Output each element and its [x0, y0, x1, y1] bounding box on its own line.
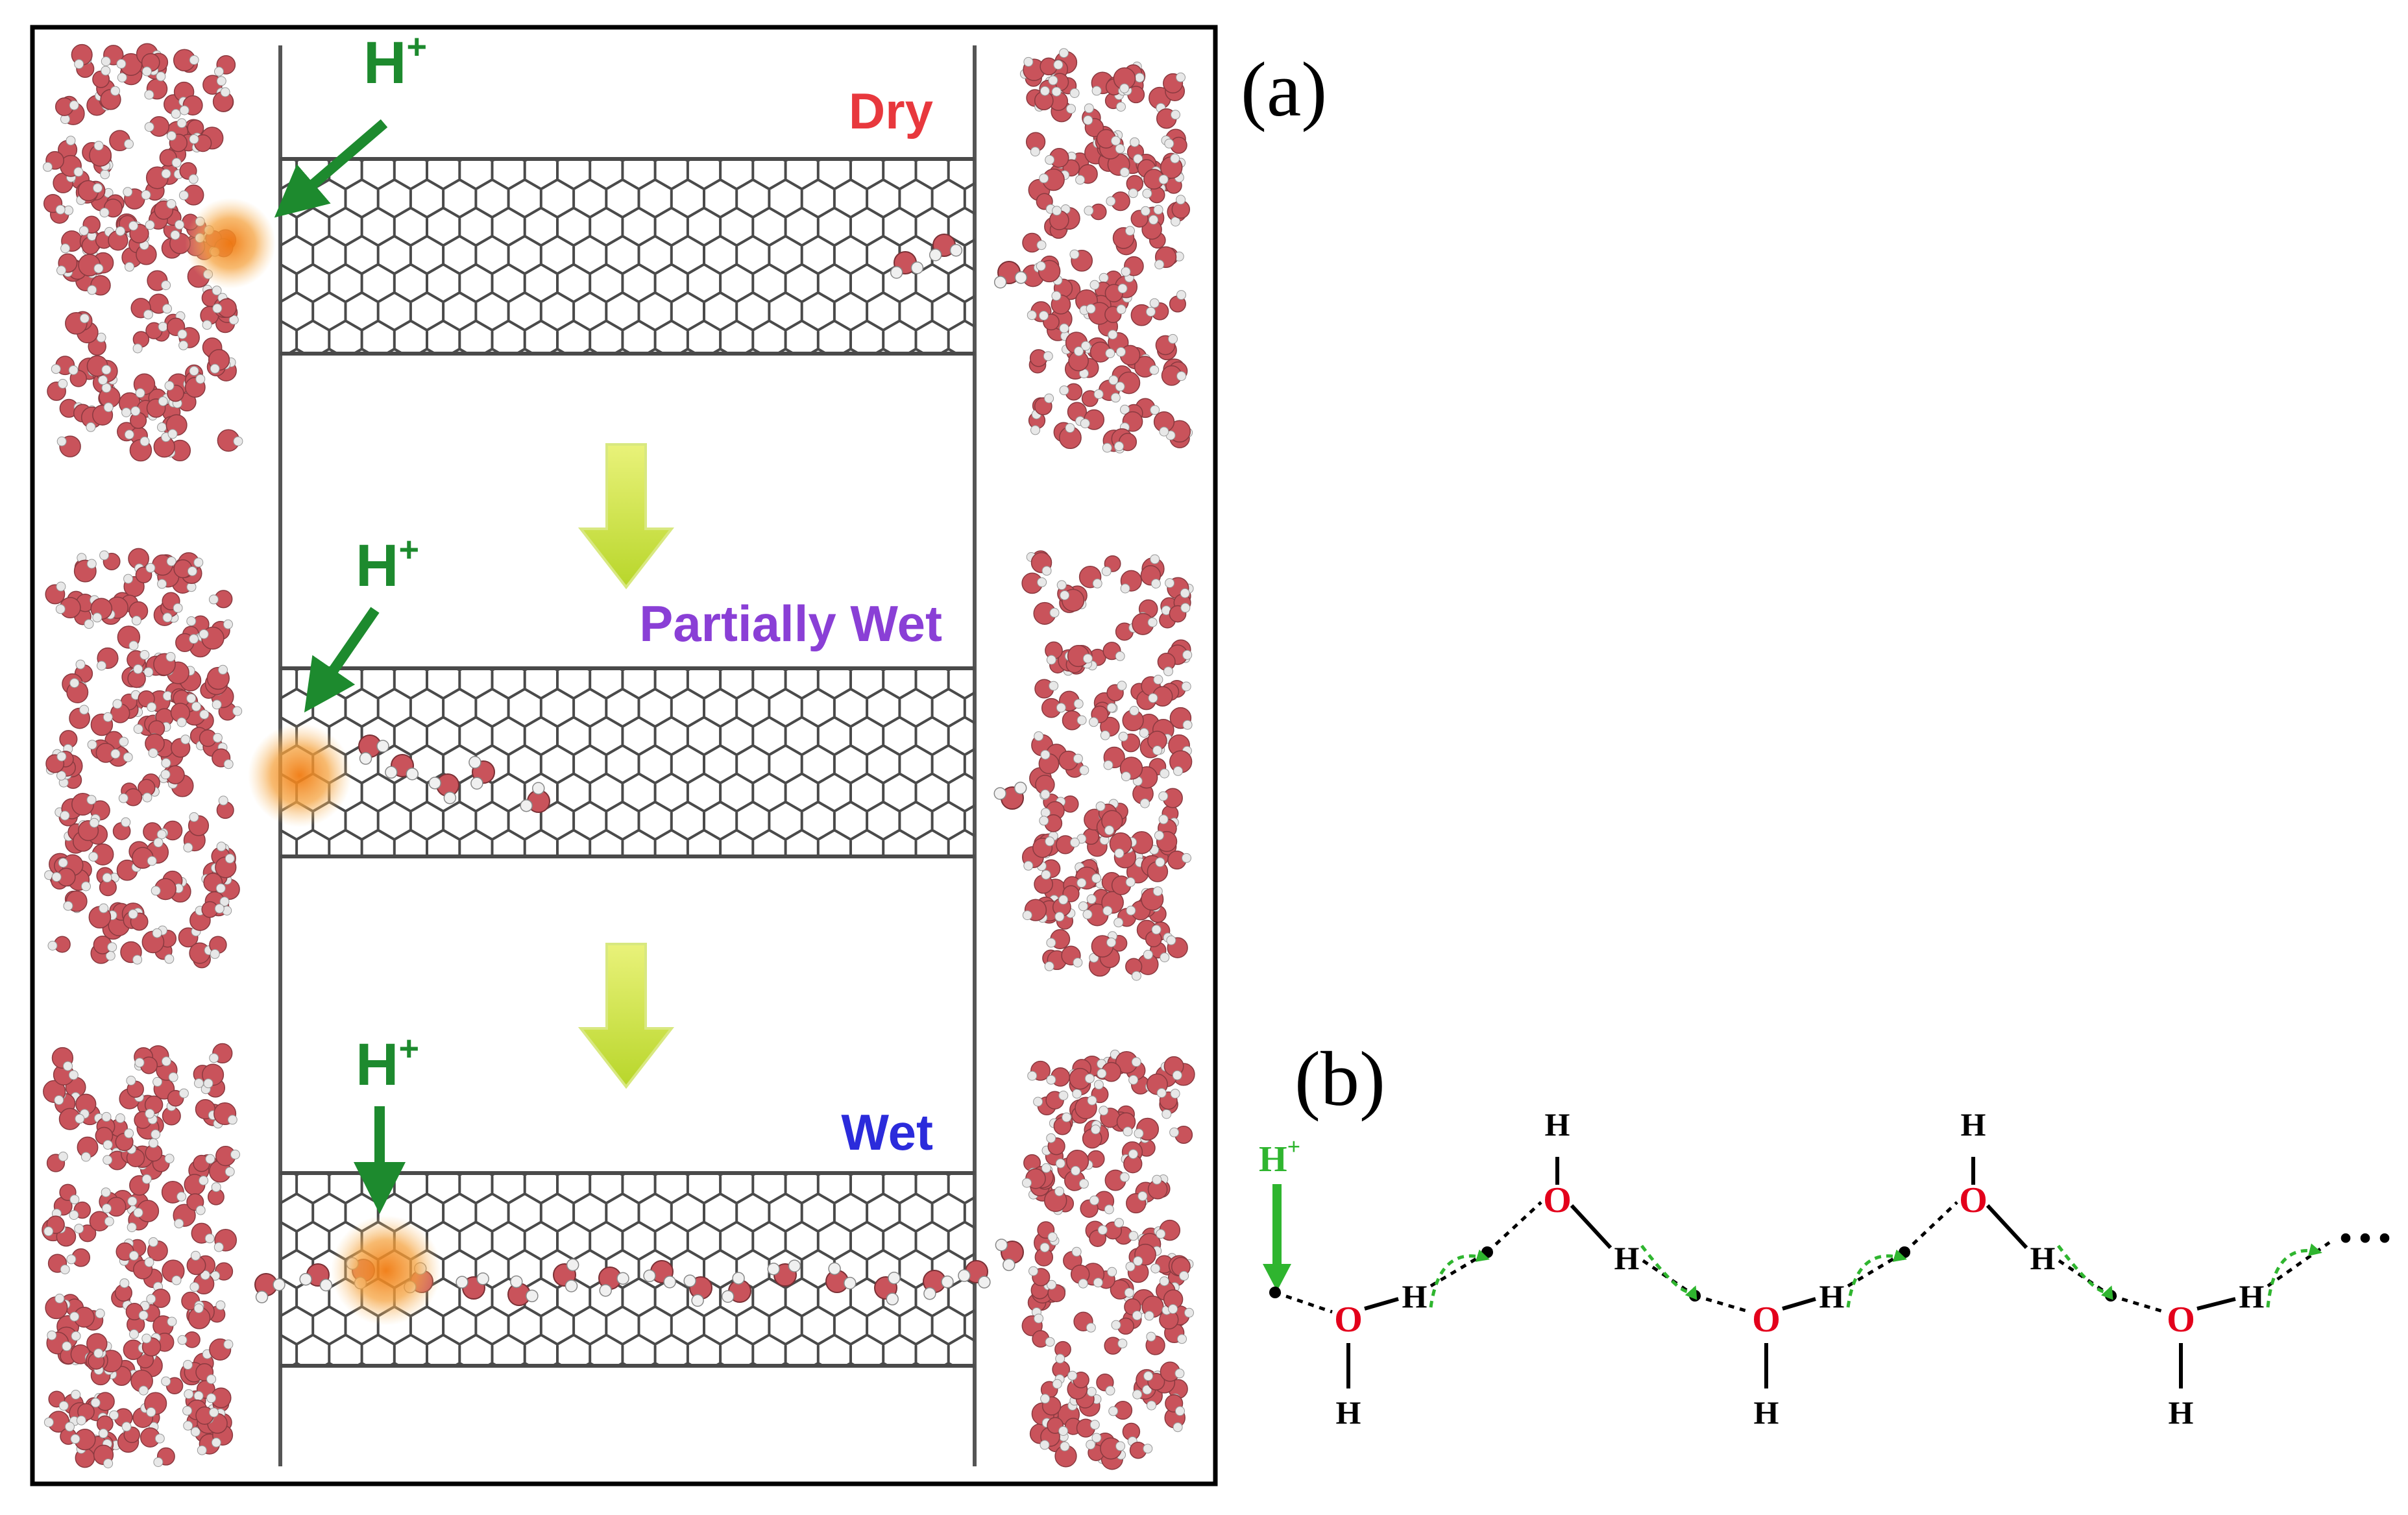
hydrogen-atom: H	[1402, 1278, 1428, 1315]
water-molecule	[958, 1260, 991, 1289]
hydrogen-atom: H	[2169, 1394, 2194, 1431]
panel-label-a: (a)	[1241, 46, 1327, 132]
state-label-partially-wet: Partially Wet	[639, 595, 942, 652]
hplus-b-arrowhead	[1263, 1264, 1291, 1291]
hplus-label: H+	[356, 1029, 419, 1098]
water-molecule	[254, 1273, 286, 1303]
water-molecule	[993, 781, 1027, 810]
hplus-b-label: H+	[1259, 1133, 1300, 1180]
hydronium-glow	[185, 198, 276, 289]
hydrogen-atom: H	[1819, 1278, 1845, 1315]
water-slab	[1021, 1045, 1195, 1470]
nanotube	[280, 157, 975, 356]
water-molecule	[358, 734, 389, 765]
water-molecule	[929, 234, 963, 261]
panel-a: Dry Partially Wet Wet H+ H+ H+	[30, 25, 1218, 1486]
lone-pair-dot	[2105, 1290, 2117, 1302]
panel-label-b: (b)	[1295, 1036, 1385, 1122]
hplus-entry-partially-wet: H+	[304, 530, 419, 713]
state-label-wet: Wet	[841, 1104, 933, 1161]
oxygen-atom: O	[2167, 1300, 2195, 1340]
water-molecule	[553, 1258, 579, 1292]
water-molecule	[825, 1262, 857, 1293]
water-molecule	[923, 1270, 954, 1300]
hplus-entry-dry: H+	[274, 27, 427, 218]
hplus-label: H+	[356, 530, 419, 599]
water-slab	[1019, 45, 1193, 461]
water-slab	[42, 1043, 240, 1468]
hop-arrow	[2266, 1243, 2322, 1308]
water-molecule	[890, 251, 924, 279]
hydrogen-atom: H	[1961, 1106, 1986, 1143]
oxygen-atom: O	[1334, 1300, 1363, 1340]
hplus-arrow	[274, 119, 388, 218]
hydrogen-atom: H	[1754, 1394, 1779, 1431]
hydrogen-atom: H	[1336, 1394, 1361, 1431]
water-slab	[44, 548, 243, 973]
nanotube	[280, 666, 975, 858]
water-molecule	[598, 1267, 629, 1297]
water-molecule	[520, 782, 550, 813]
transition-arrow-1	[578, 443, 675, 590]
water-slab	[43, 43, 243, 462]
hydronium-glow	[248, 723, 352, 827]
oxygen-atom: O	[1959, 1180, 1988, 1220]
water-molecule	[468, 756, 495, 790]
water-molecule	[299, 1263, 333, 1292]
water-molecule	[683, 1274, 712, 1307]
hop-arrow	[1640, 1244, 1697, 1300]
hop-arrow	[1846, 1249, 1907, 1308]
water-slab	[1021, 550, 1194, 981]
lone-pair-dot	[1269, 1287, 1281, 1298]
hplus-label: H+	[363, 27, 427, 96]
water-molecule	[456, 1272, 489, 1300]
proton-glows	[185, 198, 441, 1326]
water-molecule	[507, 1275, 539, 1306]
water-molecule	[874, 1272, 901, 1305]
hplus-entry-wet: H+	[354, 1029, 419, 1214]
water-slabs	[42, 43, 1195, 1470]
state-label-dry: Dry	[849, 82, 933, 139]
water-molecule	[722, 1272, 751, 1303]
water-molecule	[385, 754, 419, 781]
hydronium-glow	[331, 1215, 441, 1326]
oxygen-atom: O	[1543, 1180, 1572, 1220]
oxygen-atom: O	[1752, 1300, 1781, 1340]
hop-arrow	[2057, 1244, 2113, 1300]
water-molecule	[428, 773, 459, 805]
chain-continuation: ···	[2336, 1206, 2394, 1270]
hplus-arrow	[304, 607, 380, 713]
water-molecule	[993, 261, 1028, 289]
hydrogen-atom: H	[1614, 1240, 1640, 1276]
hydrogen-atom: H	[1545, 1106, 1570, 1143]
hydrogen-atom: H	[2239, 1278, 2265, 1315]
carbon-nanotubes	[280, 157, 975, 1368]
hop-arrow	[1429, 1249, 1490, 1308]
water-molecule	[643, 1260, 676, 1289]
water-molecule	[995, 1239, 1024, 1272]
water-molecule	[767, 1259, 801, 1287]
transition-arrow-2	[578, 943, 675, 1089]
lone-pair-dot	[1689, 1290, 1701, 1302]
hydrogen-atom: H	[2030, 1240, 2056, 1276]
